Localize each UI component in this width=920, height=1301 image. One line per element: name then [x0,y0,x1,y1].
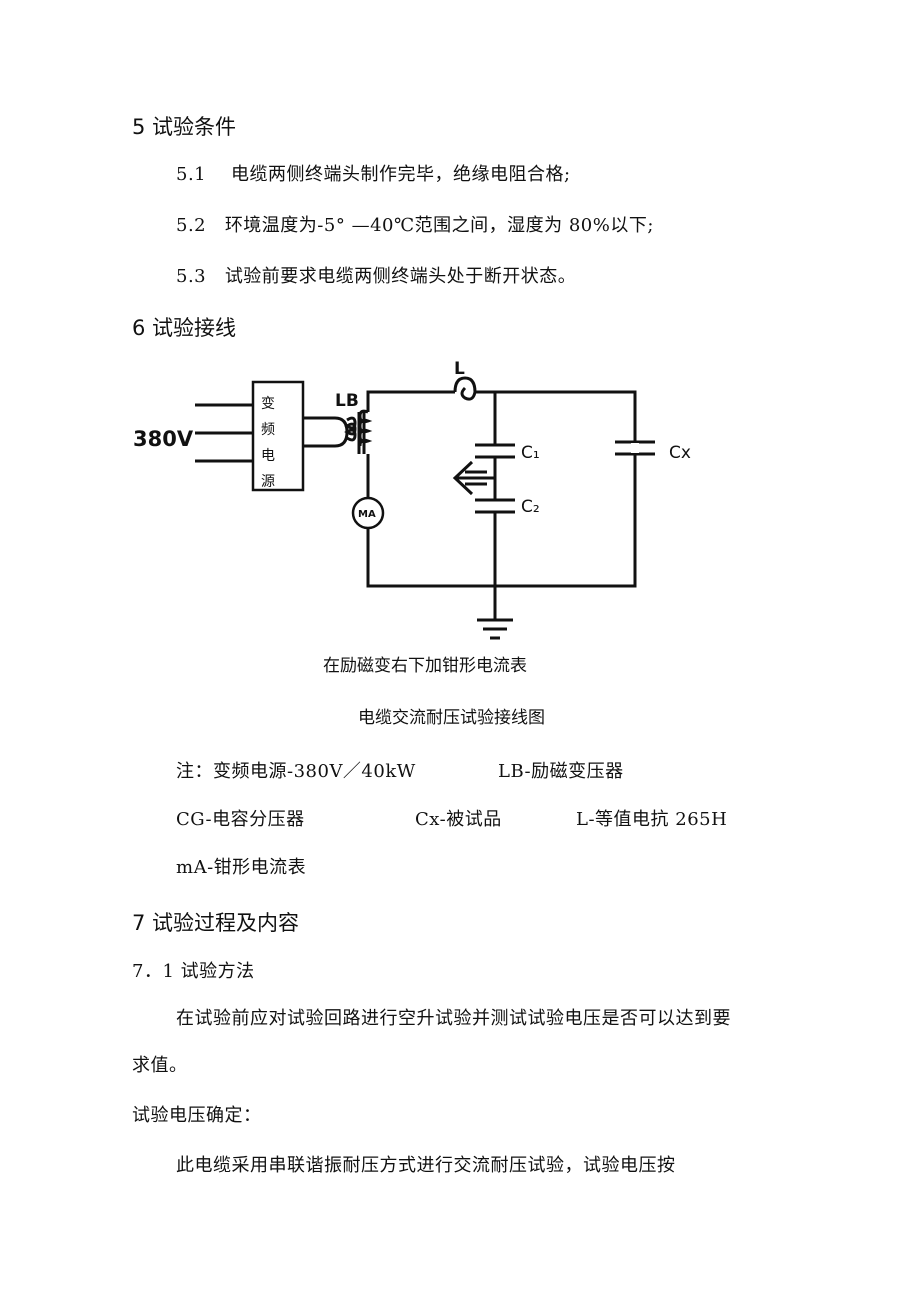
top-wire-left [366,390,455,412]
list-item: 5.3 试验前要求电缆两侧终端头处于断开状态。 [176,262,576,288]
voltage-label: 试验电压确定： [132,1105,262,1126]
c1-label: C₁ [521,443,540,463]
section-6-heading: 6 试验接线 [132,316,237,340]
item-text: 试验前要求电缆两侧终端头处于断开状态。 [224,266,577,287]
subsection-heading: 7．1 试验方法 [132,961,255,982]
note-ma: mA-钳形电流表 [176,857,307,878]
reactor-coil [453,376,495,401]
item-text: 环境温度为-5° —40℃范围之间，湿度为 80%以下; [224,215,654,236]
paragraph-line: 此电缆采用串联谐振耐压方式进行交流耐压试验，试验电压按 [176,1155,676,1176]
list-item: 5.2 环境温度为-5° —40℃范围之间，湿度为 80%以下; [176,211,654,237]
note-l: L-等值电抗 265H [576,809,728,830]
note-cg: CG-电容分压器 [176,809,305,830]
item-number: 5.3 [176,266,207,287]
source-char: 电 [261,448,275,464]
paragraph-line: 在试验前应对试验回路进行空升试验并测试试验电压是否可以达到要 [176,1008,731,1029]
note-power-source: 注：变频电源-380V／40kW [176,761,416,782]
lb-label: LB [335,391,359,411]
list-item: 5.1 电缆两侧终端头制作完毕，绝缘电阻合格; [176,160,571,186]
note-lb: LB-励磁变压器 [498,761,624,782]
source-char: 变 [261,396,275,412]
cx-gap [631,443,639,453]
wiring-diagram: 380V 变 频 电 源 LB MA L C₁ C₂ [133,359,691,640]
ma-meter-label: MA [358,509,376,520]
c2-label: C₂ [521,497,540,517]
tap-arrow-icon [452,460,474,496]
note-cx: Cx-被试品 [415,809,502,830]
frequency-source-box [251,380,305,492]
supply-voltage-label: 380V [133,427,194,451]
source-char: 频 [261,422,275,438]
cx-label: Cx [669,443,691,463]
secondary-coil [358,409,373,447]
return-wire [366,390,637,588]
item-number: 5.2 [176,215,207,236]
primary-coil [344,416,357,442]
diagram-note-caption: 在励磁变右下加钳形电流表 [323,656,527,676]
item-number: 5.1 [176,164,207,185]
section-7-heading: 7 试验过程及内容 [132,911,300,935]
source-output-loop [303,416,349,448]
item-text: 电缆两侧终端头制作完毕，绝缘电阻合格; [231,164,571,185]
l-label: L [454,359,465,379]
source-char: 源 [261,474,275,490]
paragraph-line: 求值。 [132,1055,188,1076]
diagram-title-caption: 电缆交流耐压试验接线图 [358,708,545,728]
section-5-heading: 5 试验条件 [132,115,237,139]
